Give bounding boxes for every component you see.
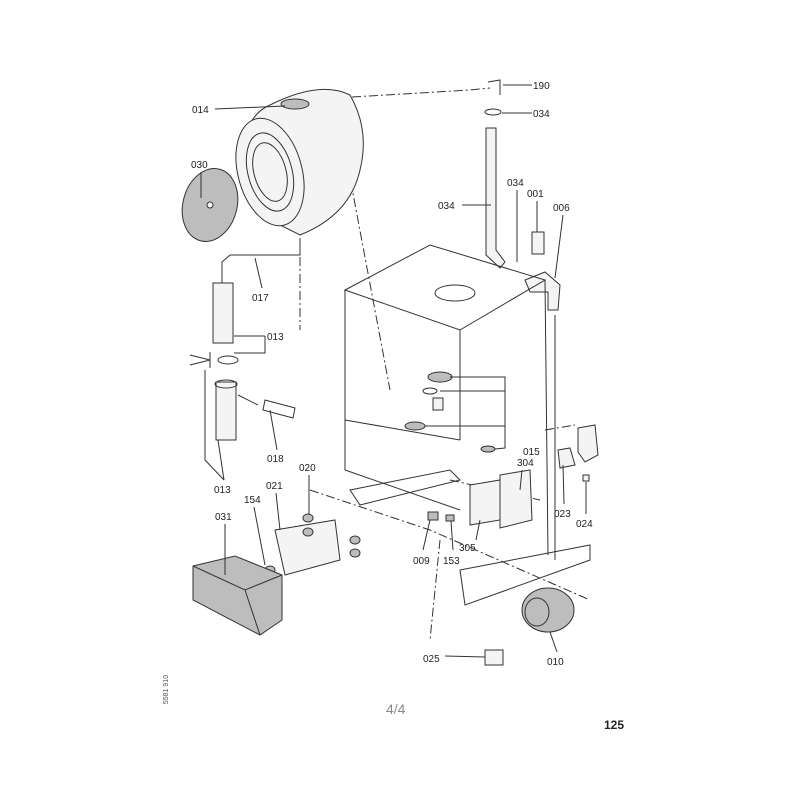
tube-013	[189, 282, 239, 441]
label-020: 020	[299, 463, 316, 474]
label-034-right: 034	[507, 178, 524, 189]
label-006: 006	[553, 203, 570, 214]
label-153: 153	[443, 556, 460, 567]
document-code: 5581 910	[163, 674, 171, 705]
part-153	[445, 514, 455, 522]
label-024: 024	[576, 519, 593, 530]
label-015: 015	[523, 447, 540, 458]
cover-031	[192, 555, 283, 636]
label-030: 030	[191, 160, 208, 171]
label-001: 001	[527, 189, 544, 200]
label-010: 010	[547, 657, 564, 668]
label-031: 031	[215, 512, 232, 523]
label-013-top: 013	[267, 332, 284, 343]
label-021: 021	[266, 481, 283, 492]
label-014: 014	[192, 105, 209, 116]
label-025: 025	[423, 654, 440, 665]
label-154: 154	[244, 495, 261, 506]
label-304: 304	[517, 458, 534, 469]
pump-connector-023-024	[557, 424, 599, 482]
insulation-disc-030	[181, 168, 239, 242]
part-009	[427, 511, 439, 521]
burner-021	[264, 513, 361, 576]
label-017: 017	[252, 293, 269, 304]
label-190: 190	[533, 81, 550, 92]
label-034-top: 034	[533, 109, 550, 120]
label-018: 018	[267, 454, 284, 465]
label-009: 009	[413, 556, 430, 567]
gaskets-015	[404, 371, 496, 453]
pipe-017	[221, 238, 301, 285]
page-indicator: 4/4	[386, 701, 406, 717]
pump-010	[521, 587, 575, 633]
part-025	[484, 649, 504, 666]
label-023: 023	[554, 509, 571, 520]
pipe-assembly-034	[484, 79, 561, 311]
label-013-bottom: 013	[214, 485, 231, 496]
label-034-left: 034	[438, 201, 455, 212]
heat-exchanger-drum-014	[235, 88, 364, 236]
label-305: 305	[459, 543, 476, 554]
leader-lines	[200, 84, 587, 658]
boiler-cabinet-frame	[343, 244, 591, 606]
hose-018	[237, 394, 296, 419]
page-number: 125	[604, 718, 625, 732]
gas-valve-304	[469, 469, 533, 529]
